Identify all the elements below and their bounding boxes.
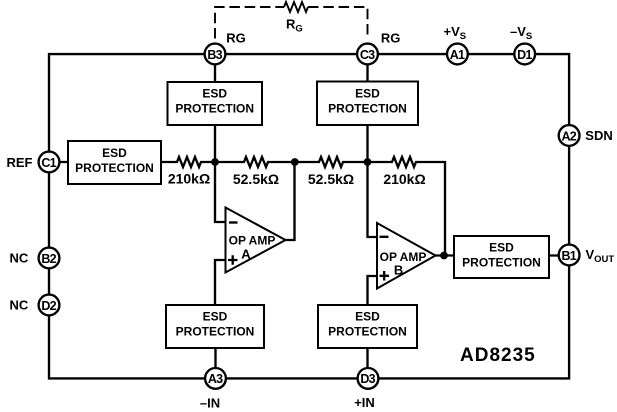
svg-text:D1: D1 [517,48,532,62]
svg-text:A3: A3 [208,372,223,386]
svg-text:B2: B2 [41,252,56,266]
svg-text:ESD: ESD [102,146,127,160]
svg-text:+IN: +IN [354,395,375,410]
svg-text:ESD: ESD [355,310,380,324]
svg-text:B: B [394,262,403,277]
svg-text:B3: B3 [207,48,222,62]
svg-text:PROTECTION: PROTECTION [176,325,255,339]
svg-text:PROTECTION: PROTECTION [75,161,154,175]
svg-text:–IN: –IN [200,396,220,411]
svg-text:A: A [241,246,251,261]
svg-text:52.5kΩ: 52.5kΩ [233,171,279,187]
svg-text:D2: D2 [41,299,56,313]
svg-text:ESD: ESD [203,310,228,324]
svg-text:C3: C3 [360,48,375,62]
svg-text:B1: B1 [562,249,577,263]
svg-text:ESD: ESD [355,87,380,101]
svg-text:210kΩ: 210kΩ [168,171,210,187]
svg-text:OP AMP: OP AMP [380,250,427,264]
svg-text:210kΩ: 210kΩ [383,171,425,187]
svg-text:PROTECTION: PROTECTION [328,325,407,339]
svg-text:D3: D3 [360,372,375,386]
svg-text:RG: RG [381,30,401,45]
svg-text:ESD: ESD [202,87,227,101]
svg-text:AD8235: AD8235 [460,345,536,366]
svg-text:OP AMP: OP AMP [229,233,276,247]
svg-text:REF: REF [7,155,33,170]
svg-text:PROTECTION: PROTECTION [328,102,407,116]
svg-text:ESD: ESD [489,241,514,255]
svg-text:NC: NC [10,251,29,266]
svg-text:PROTECTION: PROTECTION [175,102,254,116]
svg-text:52.5kΩ: 52.5kΩ [308,171,354,187]
svg-text:A2: A2 [562,129,577,143]
svg-text:A1: A1 [450,48,465,62]
svg-text:SDN: SDN [585,128,612,143]
svg-text:C1: C1 [41,156,56,170]
svg-text:NC: NC [10,298,29,313]
svg-text:PROTECTION: PROTECTION [462,256,541,270]
svg-text:RG: RG [226,31,246,46]
